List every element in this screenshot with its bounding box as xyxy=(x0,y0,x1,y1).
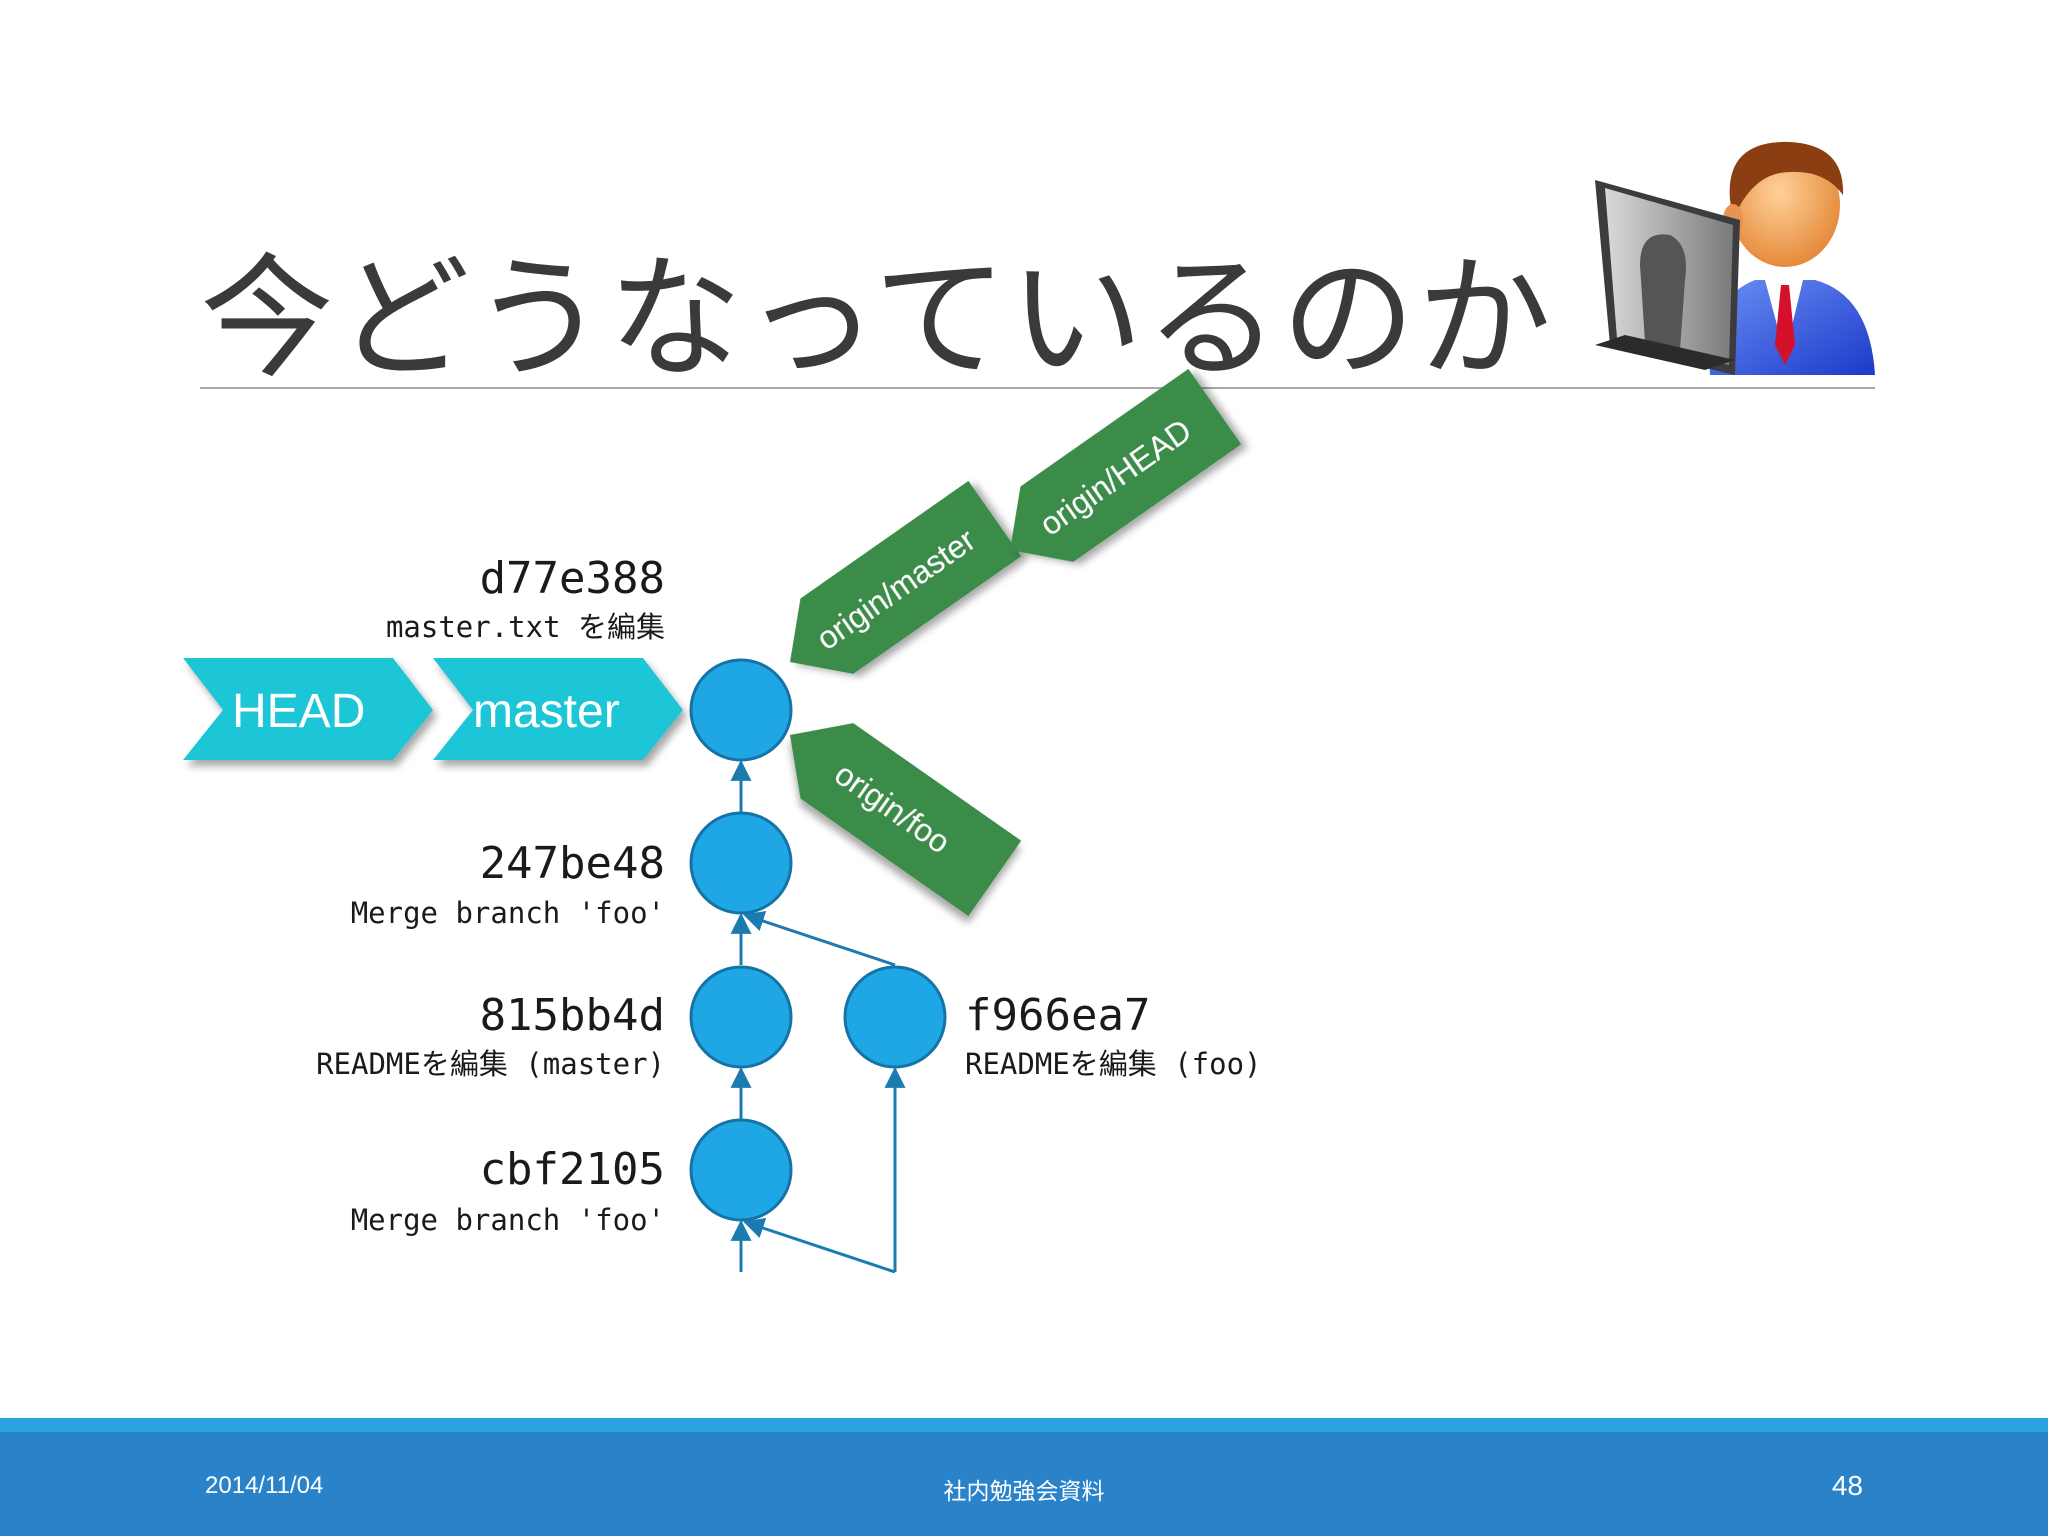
commit-node-cbf2105 xyxy=(689,1118,793,1222)
remote-tag-origin-foo: origin/foo xyxy=(790,723,1022,917)
commit-hash: 247be48 xyxy=(480,838,665,889)
commit-node-815bb4d xyxy=(689,965,793,1069)
footer-date: 2014/11/04 xyxy=(205,1472,324,1499)
commit-hash: cbf2105 xyxy=(480,1144,665,1195)
commit-node-247be48 xyxy=(689,811,793,915)
commit-nodes xyxy=(689,658,947,1222)
commit-message: READMEを編集 (foo) xyxy=(965,1047,1262,1081)
ref-tag-label: HEAD xyxy=(232,685,365,738)
ref-tag-head: HEAD xyxy=(183,658,433,760)
commit-edges xyxy=(730,759,906,1274)
ref-tag-label: master xyxy=(473,685,620,738)
commit-message: Merge branch 'foo' xyxy=(351,896,665,930)
page-number: 48 xyxy=(1831,1470,1863,1501)
title-divider xyxy=(200,387,1875,389)
user-at-computer-icon xyxy=(1595,141,1875,375)
commit-node-f966ea7 xyxy=(843,965,947,1069)
remote-tag-origin-head: origin/HEAD xyxy=(1010,368,1242,562)
edge-branch-to-cbf2105 xyxy=(743,1218,896,1274)
commit-message: Merge branch 'foo' xyxy=(351,1203,665,1237)
remote-tag-origin-master: origin/master xyxy=(790,480,1022,674)
commit-hash: 815bb4d xyxy=(480,990,665,1041)
commit-node-d77e388 xyxy=(689,658,793,762)
commit-hash: f966ea7 xyxy=(965,990,1150,1041)
commit-message: READMEを編集 (master) xyxy=(316,1047,665,1081)
slide-title: 今どうなっているのか xyxy=(200,241,1554,397)
slide-footer: 2014/11/04 社内勉強会資料 48 xyxy=(0,1432,2048,1536)
footer-caption: 社内勉強会資料 xyxy=(943,1479,1105,1505)
commit-message: master.txt を編集 xyxy=(386,610,665,644)
ref-tag-master: master xyxy=(433,658,683,760)
footer-accent-strip xyxy=(0,1418,2048,1432)
edge-f966ea7-to-247be48 xyxy=(743,911,896,967)
commit-hash: d77e388 xyxy=(480,553,665,604)
